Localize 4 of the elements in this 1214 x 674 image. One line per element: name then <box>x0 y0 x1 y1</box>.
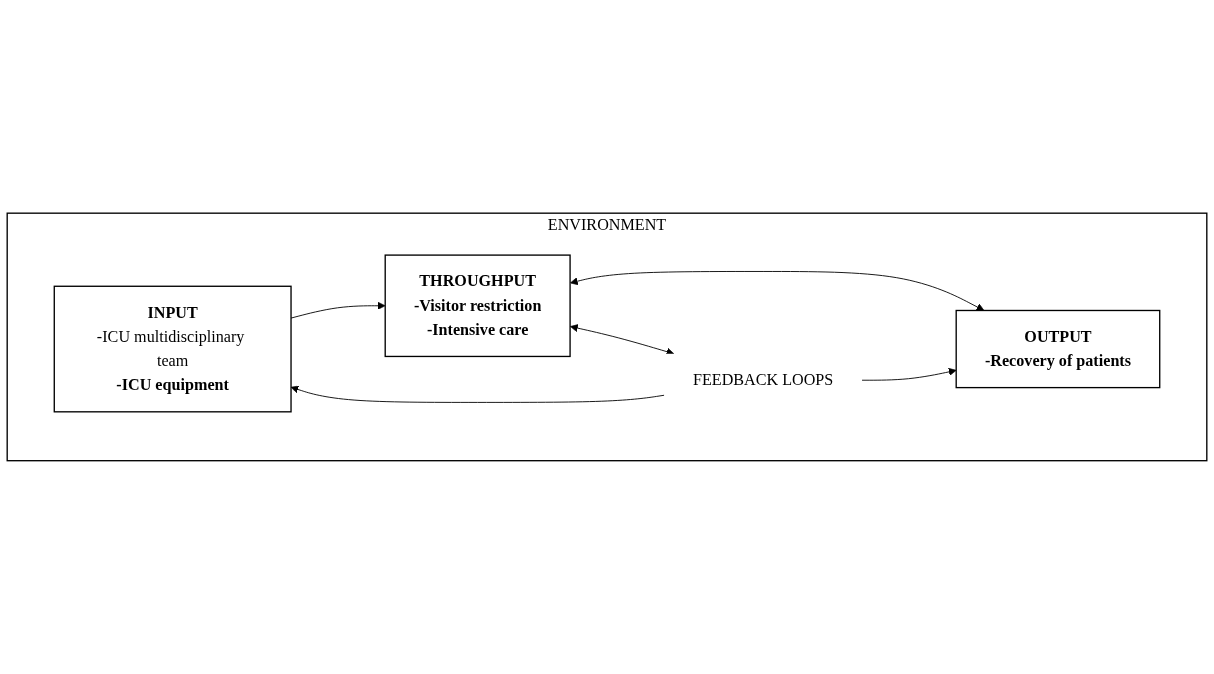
node-text: FEEDBACK LOOPS <box>692 370 834 389</box>
node-box: OUTPUT -Recovery of patients <box>955 309 1161 389</box>
node-box: INPUT -ICU multidisciplinary team -ICU equipment <box>53 285 292 413</box>
node-box: THROUGHPUT -Visitor restriction -Intensive care <box>384 254 571 358</box>
